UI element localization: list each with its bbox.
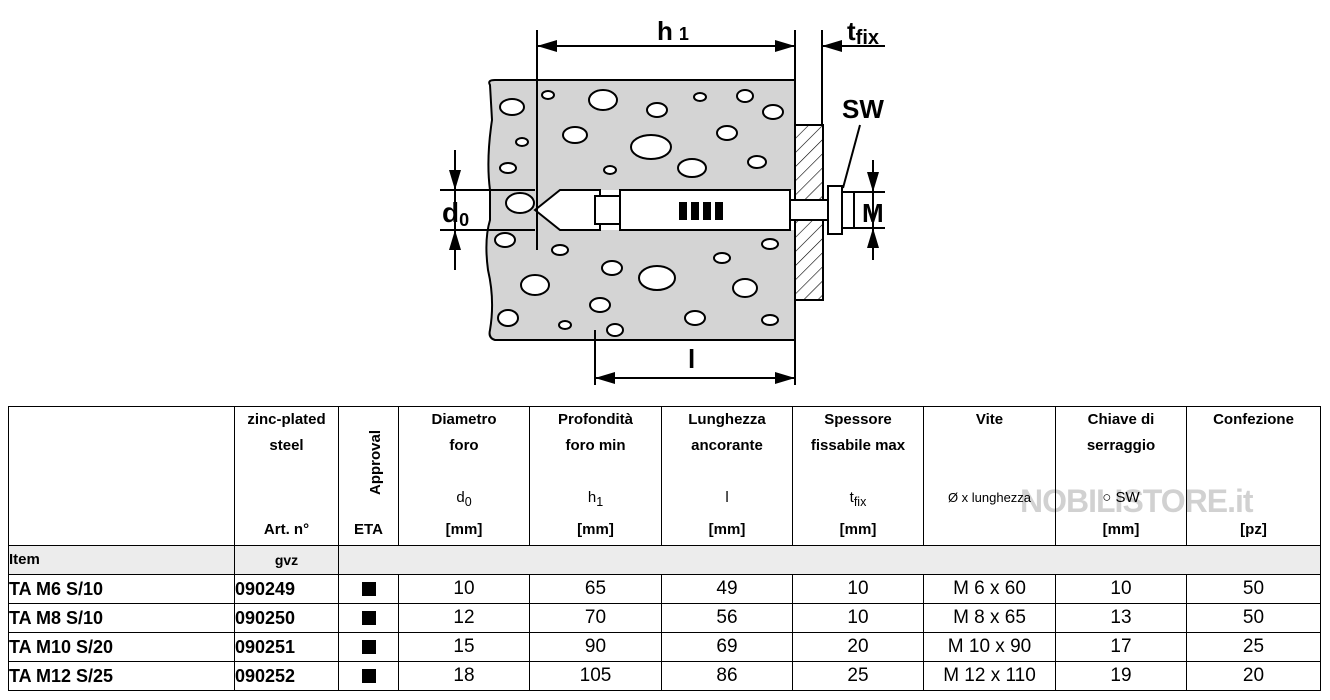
- approved-square-icon: [361, 639, 376, 654]
- header-approval: Approval ETA: [338, 406, 399, 546]
- item-cell: TA M6 S/10: [8, 574, 235, 604]
- sw-cell: 13: [1055, 603, 1187, 633]
- eta-cell: [338, 574, 399, 604]
- art-cell: 090251: [234, 632, 339, 662]
- h1-cell: 65: [529, 574, 662, 604]
- item-label: Item: [8, 545, 235, 575]
- approved-square-icon: [361, 581, 376, 596]
- vite-cell: M 6 x 60: [923, 574, 1056, 604]
- sw-cell: 19: [1055, 661, 1187, 691]
- header-confezione: Confezione [pz]: [1186, 406, 1321, 546]
- pz-cell: 50: [1186, 574, 1321, 604]
- tfix-cell: 10: [792, 574, 924, 604]
- vite-cell: M 12 x 110: [923, 661, 1056, 691]
- l-cell: 49: [661, 574, 793, 604]
- vite-cell: M 8 x 65: [923, 603, 1056, 633]
- dimension-arrows: [449, 40, 879, 384]
- item-cell: TA M12 S/25: [8, 661, 235, 691]
- tfix-cell: 10: [792, 603, 924, 633]
- approved-square-icon: [361, 668, 376, 683]
- d0-cell: 12: [398, 603, 530, 633]
- header-empty: [8, 406, 235, 546]
- d0-cell: 10: [398, 574, 530, 604]
- art-cell: 090252: [234, 661, 339, 691]
- h1-cell: 90: [529, 632, 662, 662]
- table-row: TA M10 S/20 090251 15 90 69 20 M 10 x 90…: [8, 632, 1321, 662]
- l-label: l: [688, 344, 695, 374]
- header-lunghezza: Lunghezza ancorante l [mm]: [661, 406, 793, 546]
- concrete-stones: [494, 89, 784, 337]
- header-profondita: Profondità foro min h1 [mm]: [529, 406, 662, 546]
- h1-cell: 70: [529, 603, 662, 633]
- pz-cell: 50: [1186, 603, 1321, 633]
- approved-square-icon: [361, 610, 376, 625]
- m-label: M: [862, 198, 884, 228]
- watermark: NOBILISTORE.it: [1020, 483, 1254, 519]
- eta-cell: [338, 632, 399, 662]
- item-cell: TA M8 S/10: [8, 603, 235, 633]
- eta-cell: [338, 603, 399, 633]
- sw-cell: 10: [1055, 574, 1187, 604]
- l-cell: 56: [661, 603, 793, 633]
- header-row: zinc-plated steel Art. n° Approval ETA D…: [8, 406, 1321, 546]
- tfix-cell: 20: [792, 632, 924, 662]
- d0-cell: 18: [398, 661, 530, 691]
- d0-label: d0: [442, 197, 469, 230]
- art-cell: 090250: [234, 603, 339, 633]
- pz-cell: 25: [1186, 632, 1321, 662]
- spec-table: zinc-plated steel Art. n° Approval ETA D…: [8, 406, 1321, 691]
- sw-cell: 17: [1055, 632, 1187, 662]
- item-row-empty: [338, 545, 1321, 575]
- header-chiave: Chiave di serraggio ○ SW [mm]: [1055, 406, 1187, 546]
- table-row: TA M6 S/10 090249 10 65 49 10 M 6 x 60 1…: [8, 574, 1321, 604]
- anchor-bolt: [533, 185, 855, 235]
- art-cell: 090249: [234, 574, 339, 604]
- tfix-label: tfix: [847, 16, 879, 49]
- h1-cell: 105: [529, 661, 662, 691]
- header-diametro: Diametro foro d0 [mm]: [398, 406, 530, 546]
- item-cell: TA M10 S/20: [8, 632, 235, 662]
- table-row: TA M12 S/25 090252 18 105 86 25 M 12 x 1…: [8, 661, 1321, 691]
- d0-cell: 15: [398, 632, 530, 662]
- table-row: TA M8 S/10 090250 12 70 56 10 M 8 x 65 1…: [8, 603, 1321, 633]
- pz-cell: 20: [1186, 661, 1321, 691]
- tfix-cell: 25: [792, 661, 924, 691]
- header-spessore: Spessore fissabile max tfix [mm]: [792, 406, 924, 546]
- header-art: zinc-plated steel Art. n°: [234, 406, 339, 546]
- gvz-label: gvz: [234, 545, 339, 575]
- sw-label: SW: [842, 94, 884, 124]
- l-cell: 86: [661, 661, 793, 691]
- eta-cell: [338, 661, 399, 691]
- header-vite: Vite Ø x lunghezza: [923, 406, 1056, 546]
- item-label-row: Item gvz: [8, 545, 1321, 575]
- l-cell: 69: [661, 632, 793, 662]
- vite-cell: M 10 x 90: [923, 632, 1056, 662]
